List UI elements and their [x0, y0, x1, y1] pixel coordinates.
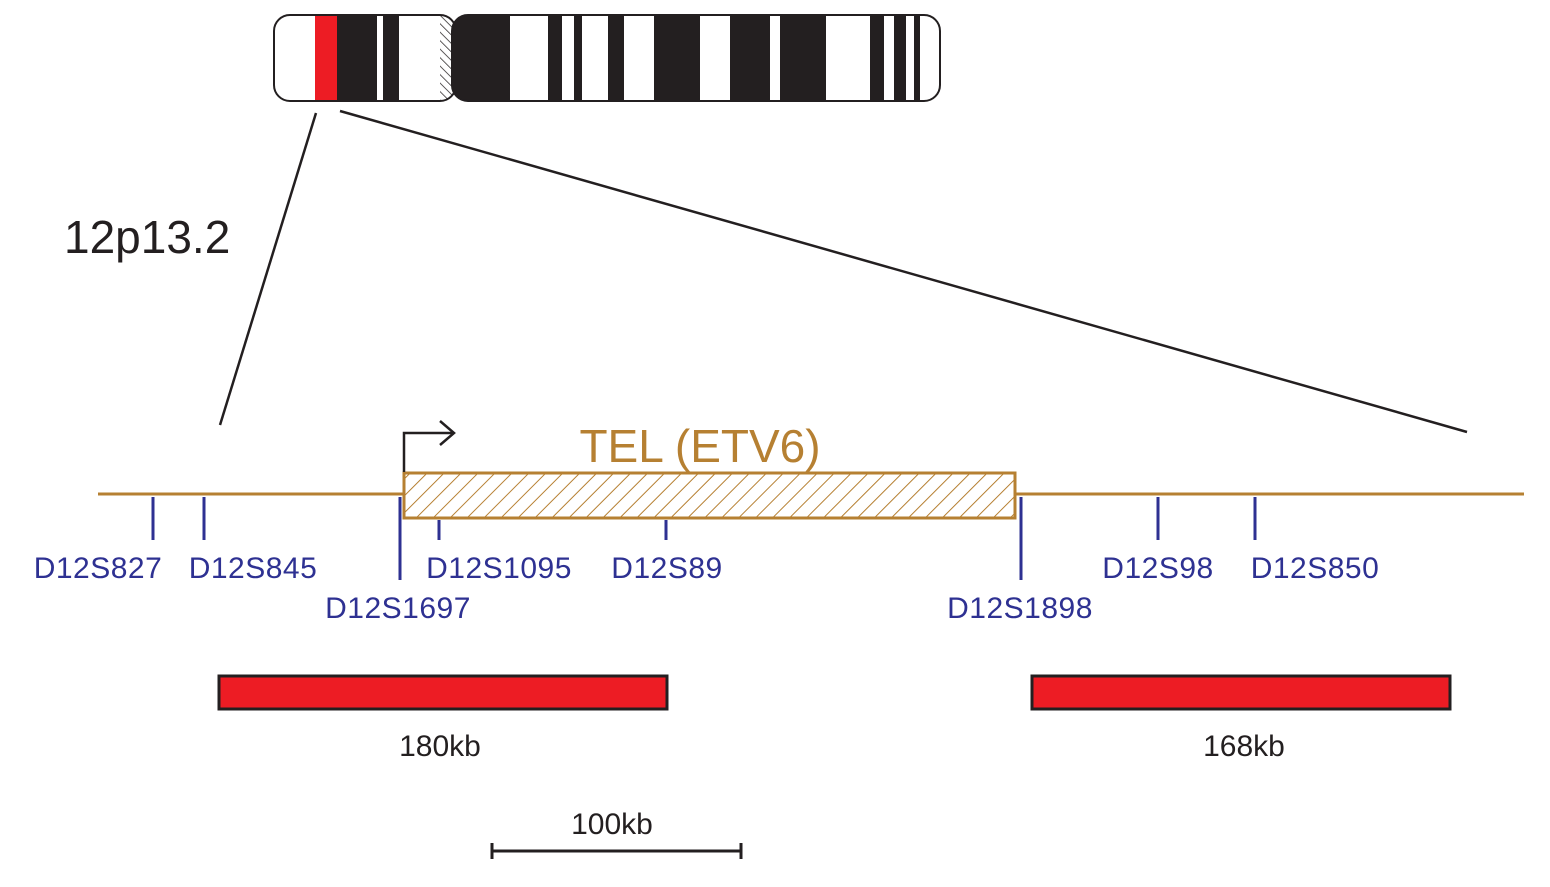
chromosome-q-arm: [452, 15, 940, 101]
band: [884, 15, 894, 101]
marker-label-D12S1095: D12S1095: [426, 552, 572, 585]
band: [510, 15, 548, 101]
band: [770, 15, 780, 101]
probe-label-right: 168kb: [1203, 730, 1285, 763]
probe-bar-left: [217, 674, 669, 711]
marker-labels: D12S827 D12S845 D12S1697 D12S1095 D12S89…: [34, 552, 1380, 625]
probe-bar-right: [1030, 674, 1452, 711]
gene-box: [402, 471, 1017, 520]
band: [337, 15, 377, 101]
marker-label-D12S845: D12S845: [189, 552, 318, 585]
marker-group: [151, 497, 1257, 580]
scale-bar: [490, 843, 743, 859]
marker-label-D12S827: D12S827: [34, 552, 163, 585]
zoom-line-right: [339, 109, 1468, 434]
probe-label-left: 180kb: [399, 730, 481, 763]
chromosome-p-arm: [274, 15, 456, 101]
band: [826, 15, 870, 101]
band: [920, 15, 940, 101]
band: [906, 15, 914, 101]
gene-label: TEL (ETV6): [579, 420, 820, 472]
marker-label-D12S850: D12S850: [1251, 552, 1380, 585]
band: [562, 15, 574, 101]
marker-label-D12S1697: D12S1697: [325, 592, 471, 625]
band: [383, 15, 399, 101]
band: [582, 15, 608, 101]
region-label: 12p13.2: [64, 211, 230, 263]
marker-label-D12S89: D12S89: [611, 552, 722, 585]
band: [624, 15, 654, 101]
marker-label-D12S1898: D12S1898: [947, 592, 1093, 625]
transcription-start-arrow: [402, 420, 456, 472]
chromosome-q-arm-outline: [451, 14, 941, 102]
zoom-line-left: [218, 112, 318, 426]
chromosome-ideogram: [273, 14, 941, 102]
band: [700, 15, 730, 101]
scale-bar-label: 100kb: [571, 808, 653, 841]
highlighted-band-12p13: [315, 15, 337, 101]
marker-label-D12S98: D12S98: [1102, 552, 1213, 585]
